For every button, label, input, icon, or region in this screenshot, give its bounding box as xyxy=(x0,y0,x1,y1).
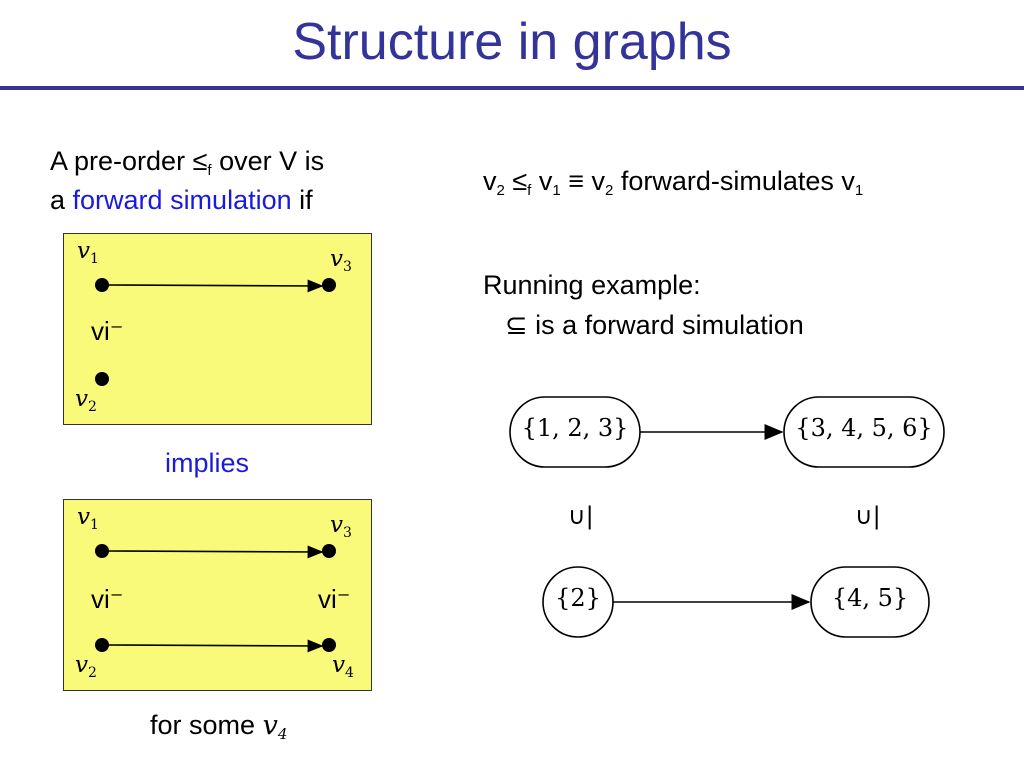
running-example-heading: Running example: xyxy=(483,270,701,300)
node-v4 xyxy=(322,638,336,652)
premise-edges xyxy=(95,278,336,386)
node-v1 xyxy=(95,544,109,558)
subset-symbol: ⊆ xyxy=(505,310,528,341)
simulation-relation-right: vi⁻ xyxy=(318,584,351,614)
node-v2 xyxy=(95,638,109,652)
for-some-caption: for some v4 xyxy=(150,710,288,743)
label-v2: v2 xyxy=(75,386,97,415)
running-example-diagram: {1, 2, 3} {3, 4, 5, 6} {2} {4, 5} ∪| ∪| xyxy=(480,380,980,660)
conclusion-diagram: v1 v3 v2 v4 vi⁻ vi⁻ xyxy=(63,499,372,691)
subset-relation-left: ∪| xyxy=(568,502,594,530)
forward-simulation-term: forward simulation xyxy=(72,185,292,215)
definition-line-2: a forward simulation if xyxy=(50,185,313,215)
implies-label: implies xyxy=(165,448,250,478)
node-b-label: {3, 4, 5, 6} xyxy=(795,414,933,442)
running-example-statement: ⊆ is a forward simulation xyxy=(505,310,804,341)
edge-v1-v3 xyxy=(105,279,324,293)
label-v3: v3 xyxy=(330,512,352,541)
node-b-shape xyxy=(783,396,945,468)
conclusion-edges xyxy=(95,544,336,653)
node-v3 xyxy=(322,544,336,558)
node-d-shape xyxy=(810,566,930,638)
node-a-label: {1, 2, 3} xyxy=(521,414,629,442)
node-v1 xyxy=(95,278,109,292)
node-v3 xyxy=(322,278,336,292)
slide-title: Structure in graphs xyxy=(292,13,732,71)
title-underline xyxy=(0,86,1024,90)
example-edges xyxy=(509,396,945,638)
edge-v1-v3 xyxy=(105,545,324,559)
label-v1: v1 xyxy=(77,238,99,267)
label-v3: v3 xyxy=(330,246,352,275)
label-v1: v1 xyxy=(77,504,99,533)
simulation-relation-left: vi⁻ xyxy=(91,584,124,614)
label-v4: v4 xyxy=(332,652,354,681)
label-v2: v2 xyxy=(75,652,97,681)
node-c-label: {2} xyxy=(555,584,601,612)
node-v2 xyxy=(95,372,109,386)
simulation-equivalence: v2 ≤f v1 ≡ v2 forward-simulates v1 xyxy=(483,166,864,199)
definition-line-1: A pre-order ≤f over V is xyxy=(50,146,325,179)
subset-relation-right: ∪| xyxy=(855,502,881,530)
premise-diagram: v1 v3 v2 vi⁻ xyxy=(63,233,372,425)
node-d-label: {4, 5} xyxy=(831,584,909,612)
edge-v2-v4 xyxy=(105,639,324,653)
simulation-relation: vi⁻ xyxy=(91,316,124,346)
